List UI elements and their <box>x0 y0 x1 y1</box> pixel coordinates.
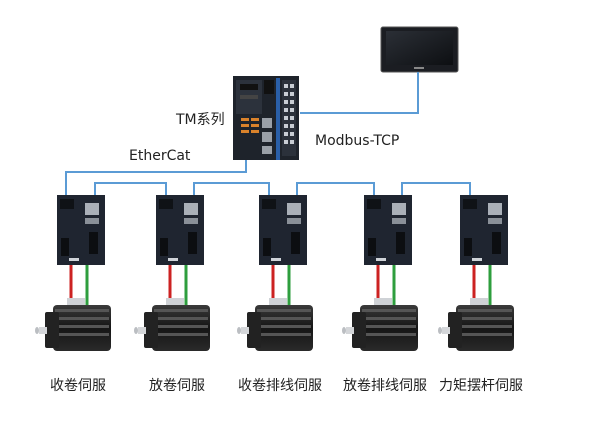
servo-unit <box>35 195 111 351</box>
ethercat-bus <box>65 160 471 196</box>
servo-unit <box>342 195 418 351</box>
ethercat-label: EtherCat <box>129 148 191 164</box>
servo-unit <box>134 195 210 351</box>
hmi-panel <box>380 26 459 73</box>
servo-label: 力矩摆杆伺服 <box>439 378 523 394</box>
servo-label: 收卷伺服 <box>50 378 106 394</box>
servo-label: 收卷排线伺服 <box>238 378 322 394</box>
tm-controller <box>233 76 299 160</box>
servo-motor <box>134 298 210 351</box>
servo-drives <box>35 195 514 351</box>
servo-label: 放卷伺服 <box>149 378 205 394</box>
controller-label: TM系列 <box>176 112 225 128</box>
servo-motor <box>237 298 313 351</box>
ethercat-cable-link <box>193 182 270 196</box>
servo-motor <box>342 298 418 351</box>
modbus-cable <box>300 72 419 114</box>
ethercat-cable-link <box>94 182 167 196</box>
servo-motor <box>438 298 514 351</box>
ethercat-cable-link <box>401 182 471 196</box>
ethercat-cable-link <box>296 182 375 196</box>
modbus-label: Modbus-TCP <box>315 133 400 149</box>
ethercat-cable-main <box>65 160 247 196</box>
servo-unit <box>438 195 514 351</box>
servo-unit <box>237 195 313 351</box>
servo-label: 放卷排线伺服 <box>343 378 427 394</box>
servo-motor <box>35 298 111 351</box>
